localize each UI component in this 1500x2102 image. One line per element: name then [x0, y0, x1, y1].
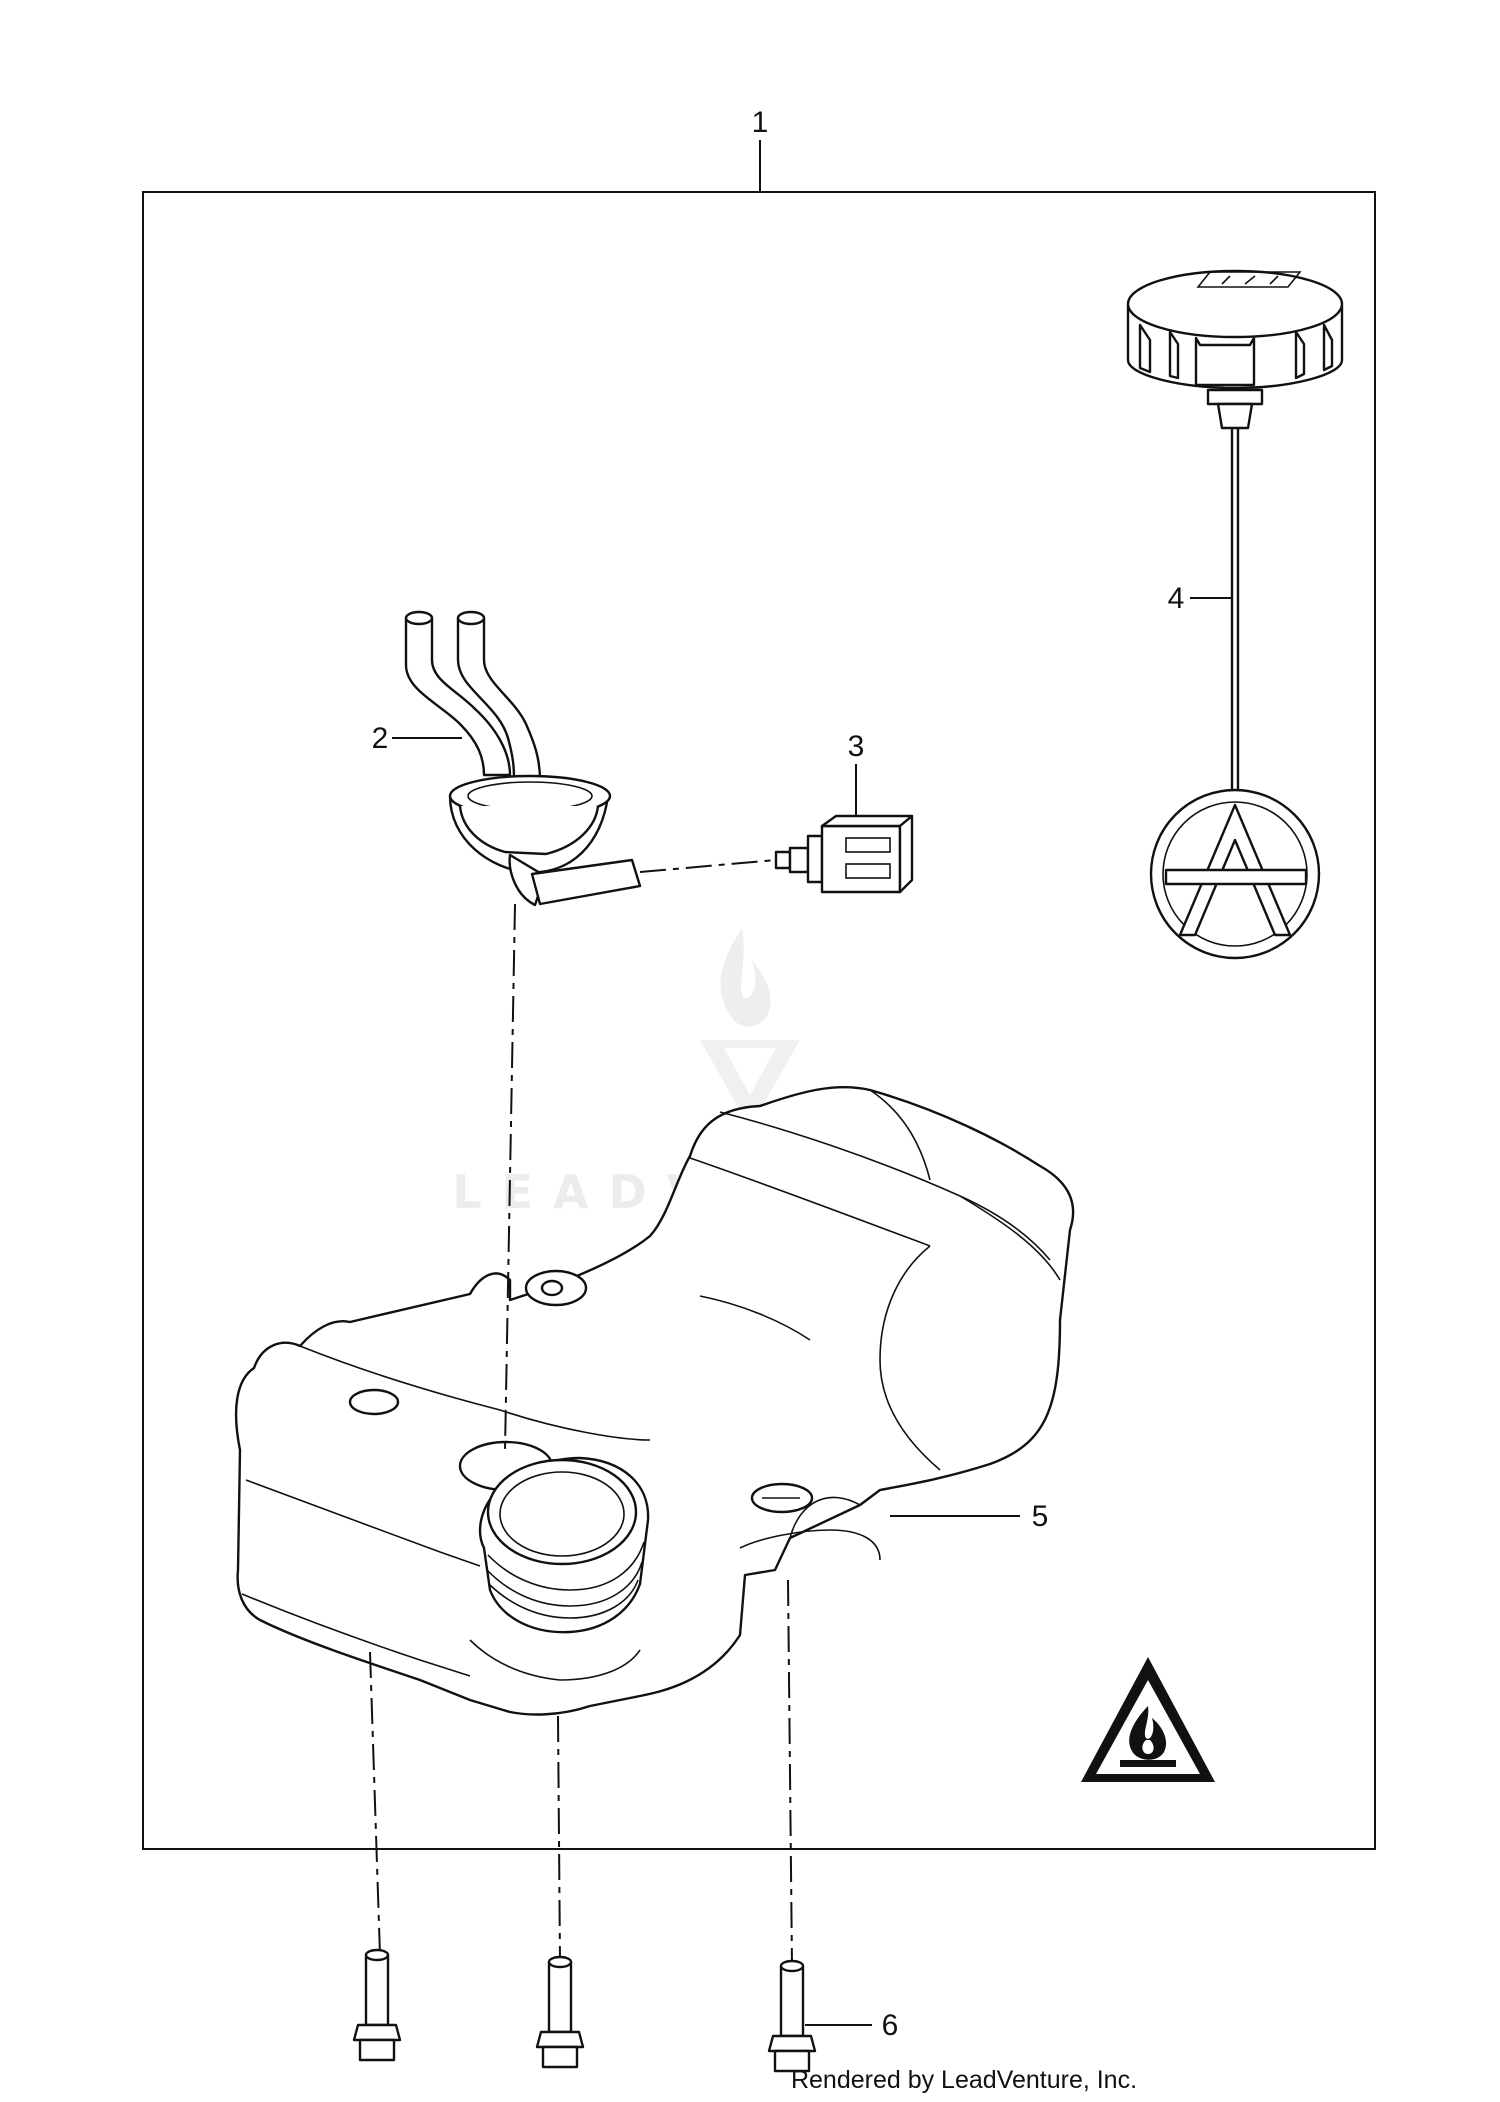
fuel-filter[interactable]: [774, 814, 914, 894]
fuel-strainer-disc[interactable]: [1149, 788, 1321, 960]
callout-2[interactable]: 2: [372, 722, 389, 755]
screw-center[interactable]: [535, 1955, 585, 2069]
alignment-line-filter: [639, 859, 777, 873]
fuel-tank[interactable]: [234, 1085, 1075, 1716]
screw-left[interactable]: [352, 1948, 402, 2062]
callout-4[interactable]: 4: [1168, 582, 1185, 615]
alignment-line-screw-left: [369, 1651, 381, 1956]
callout-6[interactable]: 6: [882, 2009, 899, 2042]
callout-5[interactable]: 5: [1032, 1500, 1049, 1533]
fuel-line-grommet[interactable]: [404, 610, 642, 907]
callout-1[interactable]: 1: [752, 106, 769, 139]
alignment-line-screw-right: [787, 1579, 793, 1967]
screw-right[interactable]: [767, 1959, 817, 2073]
credit-text: Rendered by LeadVenture, Inc.: [791, 2066, 1137, 2094]
flammable-warning-triangle-icon: [1081, 1657, 1215, 1782]
callout-3[interactable]: 3: [848, 730, 865, 763]
fuel-cap[interactable]: [1126, 269, 1344, 800]
alignment-line-screw-center: [557, 1715, 561, 1963]
